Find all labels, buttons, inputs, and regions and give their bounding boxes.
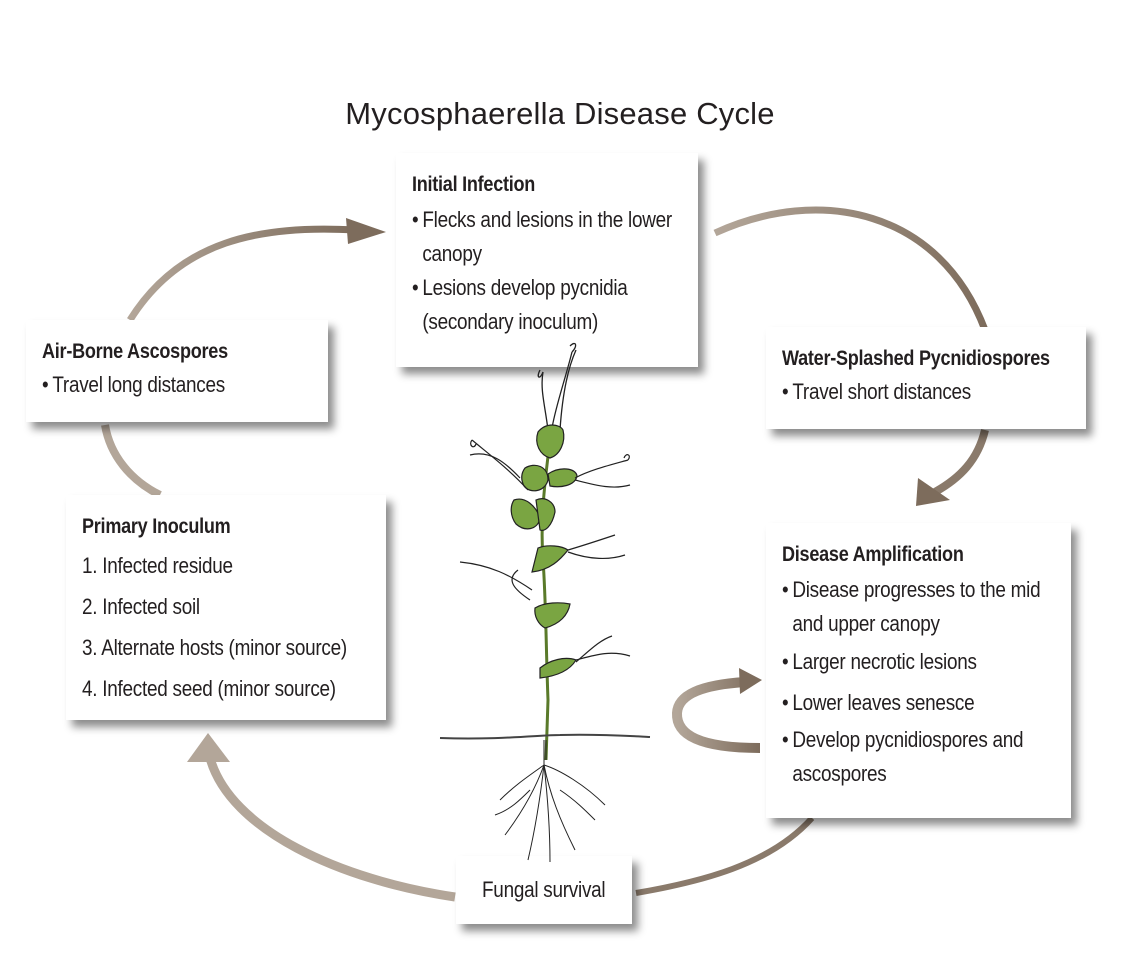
- primary-inoculum-item: 3. Alternate hosts (minor source): [82, 635, 347, 660]
- amplification-item: •Lower leaves senesce: [782, 690, 975, 715]
- amplification-item-cont: and upper canopy: [792, 611, 940, 636]
- arrow-airborne-to-infection: [127, 218, 386, 322]
- amplification-item: •Develop pycnidiospores and: [782, 727, 1024, 752]
- amplification-item: •Larger necrotic lesions: [782, 649, 977, 674]
- air-borne-heading: Air-Borne Ascospores: [42, 340, 228, 363]
- arrow-survival-to-primary: [187, 733, 456, 902]
- disease-amplification-heading: Disease Amplification: [782, 543, 964, 566]
- primary-inoculum-heading: Primary Inoculum: [82, 515, 231, 538]
- water-splashed-heading: Water-Splashed Pycnidiospores: [782, 347, 1050, 370]
- amplification-item-cont: ascospores: [792, 761, 887, 786]
- fungal-survival-label: Fungal survival: [482, 877, 606, 902]
- initial-infection-item-cont: (secondary inoculum): [422, 309, 599, 334]
- initial-infection-item: •Flecks and lesions in the lower: [412, 207, 672, 232]
- initial-infection-item-cont: canopy: [422, 241, 482, 266]
- initial-infection-item: •Lesions develop pycnidia: [412, 275, 628, 300]
- initial-infection-heading: Initial Infection: [412, 173, 536, 196]
- primary-inoculum-item: 1. Infected residue: [82, 553, 233, 578]
- air-borne-item: •Travel long distances: [42, 372, 225, 397]
- initial-infection-box: Initial Infection •Flecks and lesions in…: [396, 153, 698, 367]
- arrow-infection-to-watersplashed: [713, 206, 989, 506]
- primary-inoculum-box: Primary Inoculum 1. Infected residue 2. …: [66, 495, 386, 720]
- primary-inoculum-item: 2. Infected soil: [82, 594, 200, 619]
- disease-amplification-box: Disease Amplification •Disease progresse…: [766, 523, 1071, 818]
- fungal-survival-box: Fungal survival: [456, 856, 632, 924]
- water-splashed-item: •Travel short distances: [782, 379, 972, 404]
- diagram-title: Mycosphaerella Disease Cycle: [345, 96, 775, 131]
- arrow-primary-to-airborne: [101, 424, 162, 499]
- water-splashed-box: Water-Splashed Pycnidiospores •Travel sh…: [766, 327, 1086, 429]
- loop-arrow: [672, 668, 762, 753]
- air-borne-box: Air-Borne Ascospores •Travel long distan…: [26, 320, 328, 422]
- primary-inoculum-item: 4. Infected seed (minor source): [82, 676, 336, 701]
- amplification-item: •Disease progresses to the mid: [782, 577, 1041, 602]
- arrow-amplification-to-survival: [635, 815, 815, 896]
